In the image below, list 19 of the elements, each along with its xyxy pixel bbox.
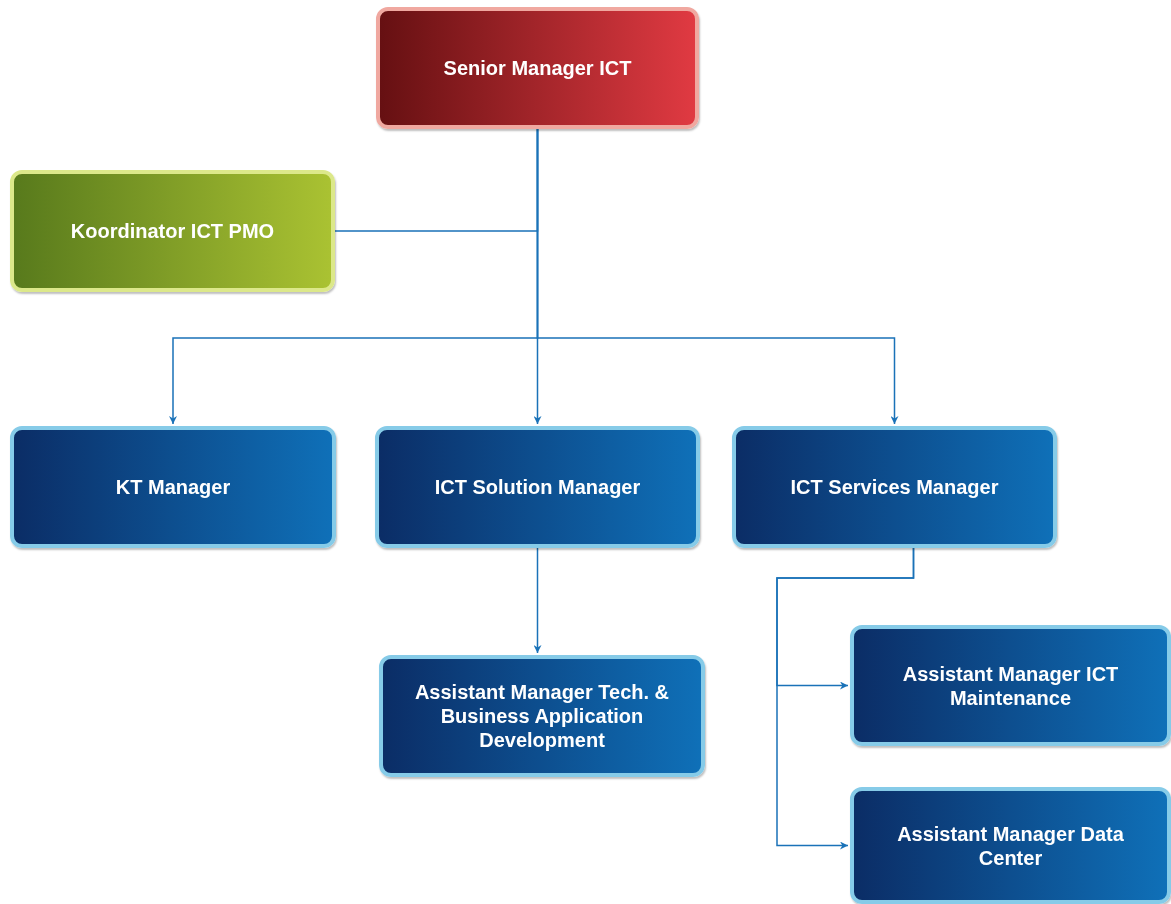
role-title: Assistant Manager Tech. & Business Application Development xyxy=(413,680,671,752)
connector-arrow xyxy=(533,547,542,654)
role-title: Assistant Manager ICT Maintenance xyxy=(901,661,1120,710)
role-title: ICT Solution Manager xyxy=(434,475,641,499)
role-title: Assistant Manager Data Center xyxy=(896,821,1125,870)
org-box xyxy=(850,787,1171,904)
org-box xyxy=(375,426,700,548)
connector-arrow xyxy=(536,128,899,425)
connector-arrow xyxy=(776,547,915,850)
role-title: Koordinator ICT PMO xyxy=(70,219,275,243)
org-box xyxy=(379,655,705,777)
role-title: ICT Services Manager xyxy=(790,475,999,499)
role-title: Senior Manager ICT xyxy=(443,56,632,80)
org-box xyxy=(732,426,1057,548)
org-box xyxy=(850,625,1171,746)
org-box xyxy=(10,426,336,548)
org-box xyxy=(10,170,335,292)
role-title: KT Manager xyxy=(115,475,231,499)
org-box xyxy=(376,7,699,129)
